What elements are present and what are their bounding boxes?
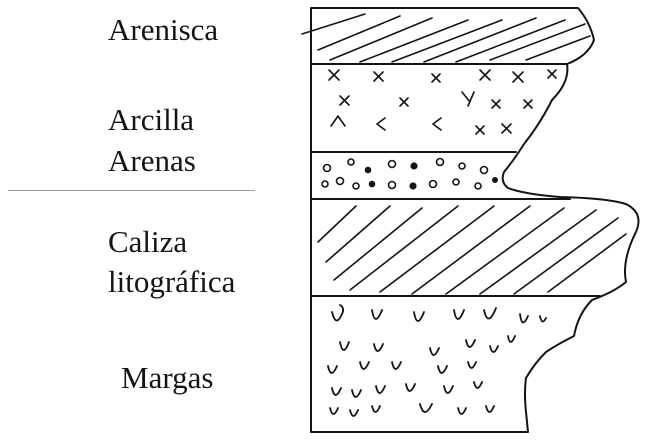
- label-arenisca: Arenisca: [108, 12, 219, 47]
- label-litografica: litográfica: [108, 264, 236, 299]
- label-arcilla: Arcilla: [108, 102, 195, 137]
- caliza-hatch: [317, 205, 627, 295]
- conglomerado-clasts: [321, 157, 498, 190]
- label-margas: Margas: [121, 360, 214, 395]
- arcilla-x-marks: [328, 69, 557, 135]
- arenisca-hatch: [301, 13, 591, 63]
- label-divider-line: [8, 190, 255, 191]
- label-caliza: Caliza: [108, 224, 188, 259]
- label-arenas: Arenas: [108, 143, 196, 178]
- margas-v-marks: [327, 304, 547, 417]
- column-outline: [310, 7, 640, 433]
